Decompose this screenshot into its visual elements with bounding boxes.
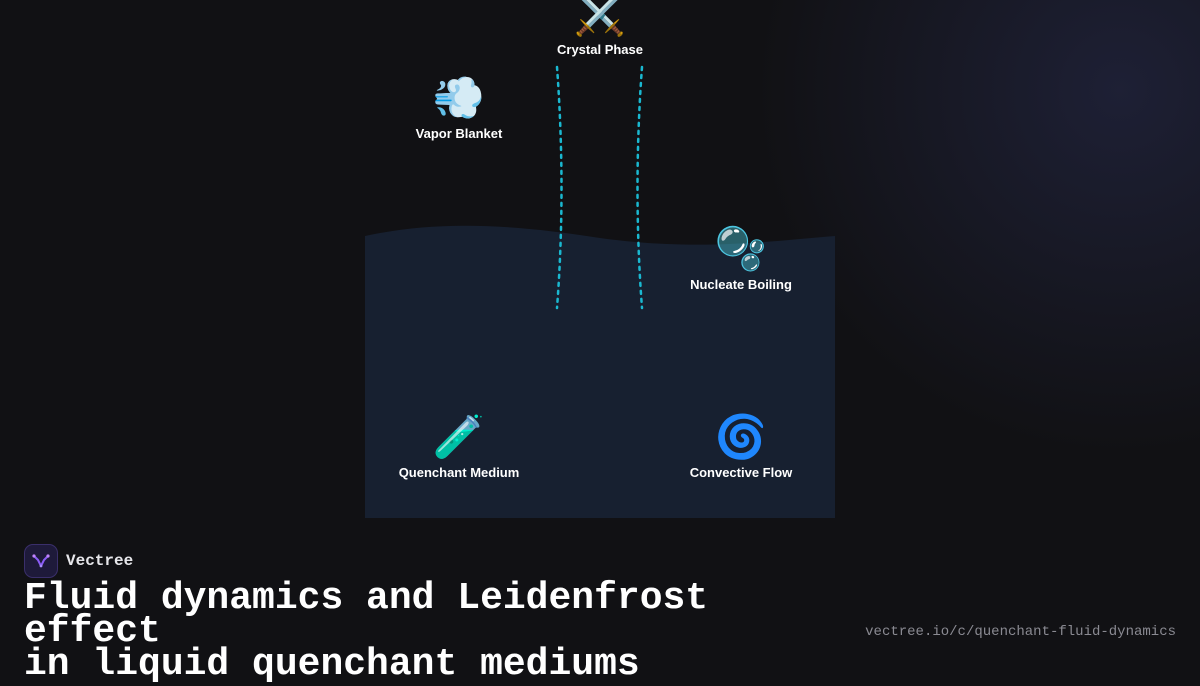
brand: Vectree bbox=[24, 544, 133, 578]
node-label: Crystal Phase bbox=[557, 42, 643, 57]
node-label: Vapor Blanket bbox=[415, 126, 503, 141]
node-vapor-blanket: 💨 Vapor Blanket bbox=[359, 73, 559, 142]
left-dotted-line bbox=[555, 65, 563, 310]
dash-symbol-icon: 💨 bbox=[432, 73, 486, 122]
liquid-surface-shape bbox=[365, 225, 835, 518]
node-label: Convective Flow bbox=[689, 465, 793, 480]
page-title: Fluid dynamics and Leidenfrost effect in… bbox=[24, 580, 854, 684]
node-nucleate-boiling: 🫧 Nucleate Boiling bbox=[641, 224, 841, 293]
crossed-swords-icon: ⚔️ bbox=[573, 0, 627, 38]
node-label: Quenchant Medium bbox=[398, 465, 520, 480]
title-line-2: in liquid quenchant mediums bbox=[24, 643, 640, 686]
test-tube-icon: 🧪 bbox=[432, 412, 486, 461]
node-convective-flow: 🌀 Convective Flow bbox=[641, 412, 841, 481]
title-line-1: Fluid dynamics and Leidenfrost effect bbox=[24, 577, 709, 653]
vectree-logo-icon bbox=[24, 544, 58, 578]
bubbles-icon: 🫧 bbox=[714, 224, 768, 273]
source-url: vectree.io/c/quenchant-fluid-dynamics bbox=[865, 624, 1176, 640]
brand-name: Vectree bbox=[66, 552, 134, 570]
node-crystal-phase: ⚔️ Crystal Phase bbox=[500, 0, 700, 57]
right-dotted-line bbox=[636, 65, 644, 310]
cyclone-icon: 🌀 bbox=[714, 412, 768, 461]
node-quenchant-medium: 🧪 Quenchant Medium bbox=[359, 412, 559, 481]
node-label: Nucleate Boiling bbox=[690, 277, 792, 292]
